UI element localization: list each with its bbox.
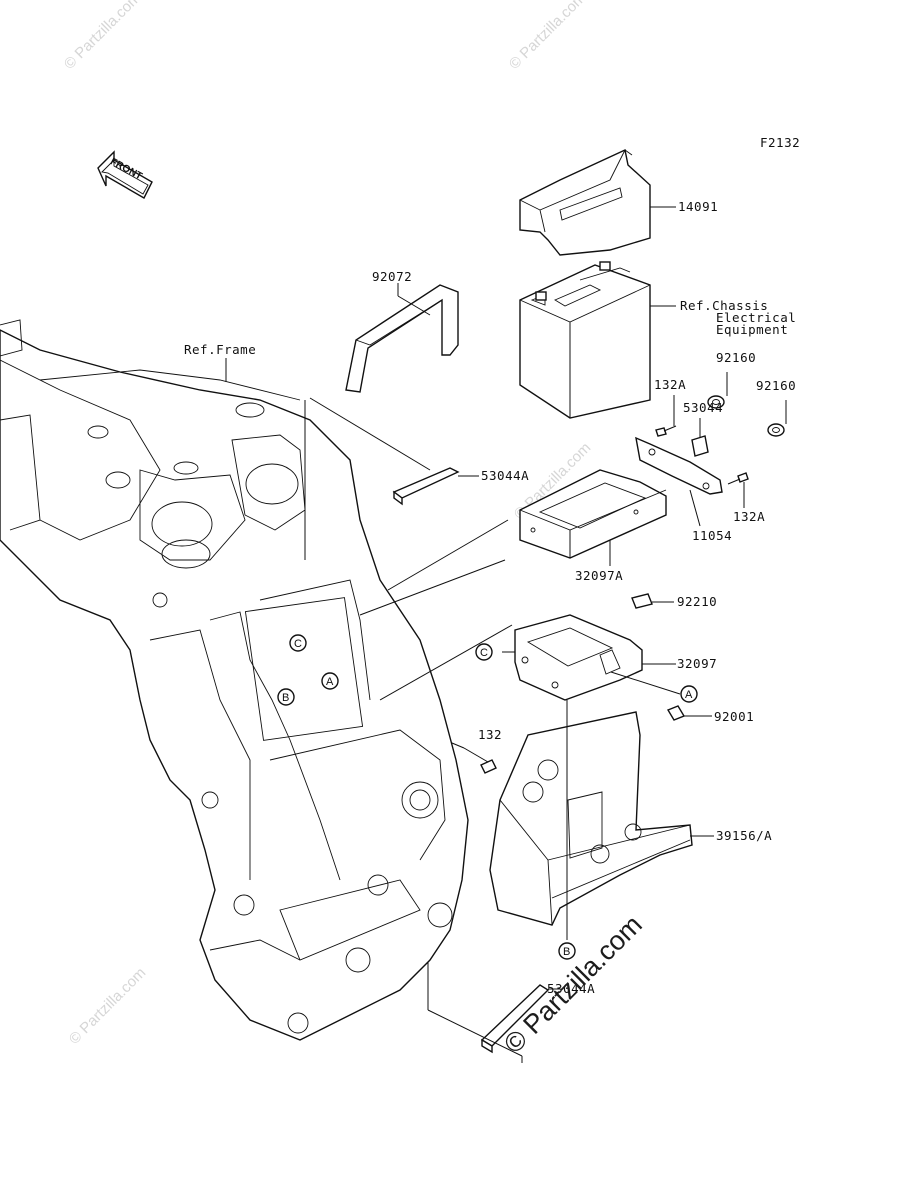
marker-A-frame: A [321, 672, 339, 690]
damper-strip-53044A-top [309, 397, 479, 506]
part-label-14091: 14091 [678, 199, 718, 214]
battery-case-39156A [489, 700, 714, 940]
part-label-92160-a: 92160 [716, 350, 756, 365]
watermark-1: © Partzilla.com [61, 0, 144, 73]
part-label-92210: 92210 [677, 594, 717, 609]
svg-text:B: B [282, 692, 289, 704]
clip-92210 [631, 593, 674, 609]
battery-illustration [519, 261, 676, 419]
figure-code: F2132 [760, 135, 800, 150]
bolt-92001 [666, 705, 712, 721]
damper-53044 [691, 418, 709, 457]
svg-text:A: A [685, 689, 693, 701]
battery-tray-32097A [387, 469, 667, 591]
part-label-92072: 92072 [372, 269, 412, 284]
part-label-132A-bottom: 132A [733, 509, 765, 524]
ref-chassis-line1: Ref.Chassis [680, 298, 768, 313]
part-label-92160-b: 92160 [756, 378, 796, 393]
leader-frame-bracket [379, 624, 513, 701]
leader-frame-tray [359, 559, 506, 616]
ref-chassis-line2: Electrical [716, 310, 796, 325]
ref-chassis-line3: Equipment [716, 322, 788, 337]
marker-B-bottom: B [558, 942, 576, 960]
part-label-39156A: 39156/A [716, 828, 772, 843]
svg-text:C: C [480, 647, 488, 659]
ref-frame-label: Ref.Frame [184, 342, 256, 357]
battery-band-92072 [345, 283, 459, 393]
part-label-53044: 53044 [683, 400, 723, 415]
marker-B-frame: B [277, 688, 295, 706]
bracket-11054 [635, 436, 723, 527]
part-label-92001: 92001 [714, 709, 754, 724]
watermark-5: © Partzilla.com [66, 964, 149, 1047]
svg-text:B: B [563, 946, 570, 958]
part-label-132A-top: 132A [654, 377, 686, 392]
part-label-32097: 32097 [677, 656, 717, 671]
washer-92160-b [767, 400, 787, 437]
frame-illustration [0, 319, 469, 1041]
part-label-11054: 11054 [692, 528, 732, 543]
bracket-32097 [502, 614, 681, 701]
svg-text:C: C [294, 638, 302, 650]
battery-cover-14091 [519, 148, 676, 256]
bolt-132A-bottom [727, 472, 749, 508]
part-label-32097A: 32097A [575, 568, 623, 583]
partzilla-watermark: © Partzilla.com [498, 909, 648, 1059]
bolt-132A-top [655, 395, 677, 437]
part-label-132: 132 [478, 727, 502, 742]
marker-C-right: C [475, 643, 493, 661]
marker-C-frame: C [289, 634, 307, 652]
washer-92160-a [707, 372, 728, 409]
watermark-2: © Partzilla.com [506, 0, 589, 73]
marker-A-right: A [680, 685, 698, 703]
svg-text:A: A [326, 676, 334, 688]
front-arrow-icon: FRONT [97, 150, 153, 199]
part-label-53044A-bottom: 53044A [547, 981, 595, 996]
part-label-53044A-top: 53044A [481, 468, 529, 483]
